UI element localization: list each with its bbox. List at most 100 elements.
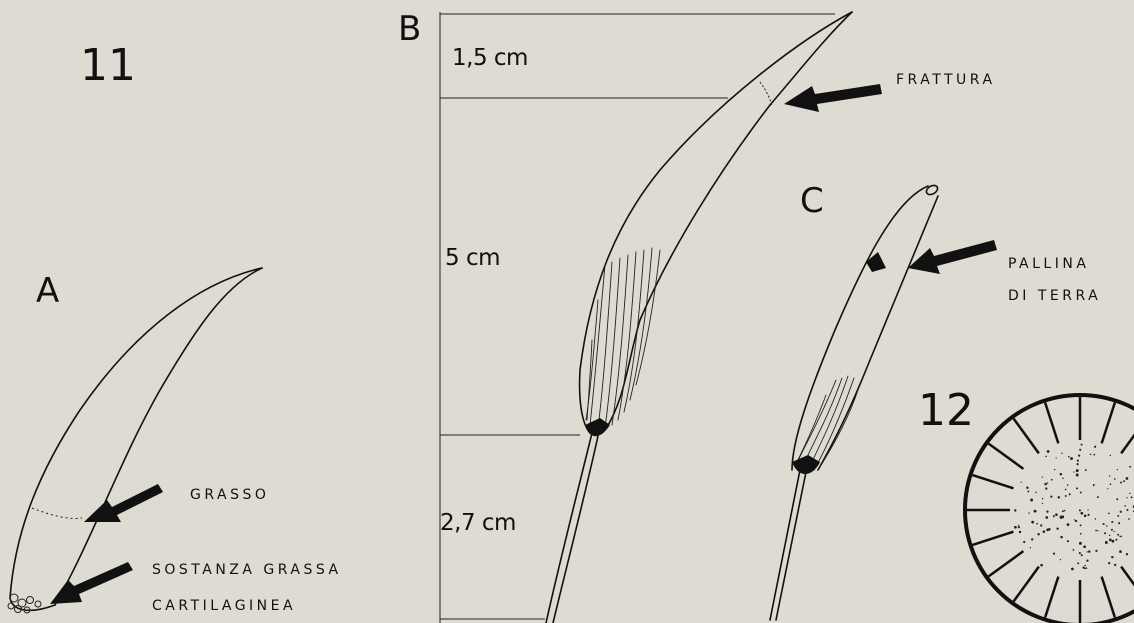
cross-section-dot (1026, 486, 1028, 488)
feather-c-left-outline (792, 186, 928, 470)
cross-section-dot (1114, 564, 1116, 566)
cross-section-dot (1105, 541, 1108, 544)
annotation-grasso: GRASSO (190, 487, 269, 503)
cross-section-dot (1117, 534, 1119, 536)
cross-section-spoke (1102, 577, 1115, 618)
cross-section-dot (1019, 531, 1021, 533)
cross-section-dot (1114, 478, 1116, 480)
cross-section-dot (1111, 521, 1113, 523)
cross-section-spoke (989, 444, 1024, 469)
arrow-grasso (84, 484, 163, 522)
figure-number-12: 12 (918, 385, 974, 436)
cross-section-dot (1044, 483, 1047, 486)
cross-section-dot (1109, 538, 1112, 541)
cross-section-dot (1028, 512, 1029, 513)
cross-section-dot (1056, 528, 1058, 530)
figure-number-11: 11 (80, 40, 136, 91)
cross-section-dot (1042, 503, 1043, 504)
cross-section-dot (1080, 524, 1082, 526)
cross-section-dot (1090, 454, 1092, 456)
cross-section-dot (1077, 460, 1079, 462)
cross-section-dot (1084, 565, 1085, 566)
cross-section-dot (1095, 530, 1097, 532)
cross-section-dot (1077, 562, 1079, 564)
cross-section-dot (1082, 567, 1084, 569)
fracture-line (760, 82, 772, 106)
cross-section-spoke (1045, 577, 1058, 618)
cross-section-dot (1027, 490, 1029, 492)
cross-section-dot (1079, 449, 1081, 451)
annotation-sostanza-line2: CARTILAGINEA (152, 598, 296, 614)
cross-section-dot (1123, 480, 1125, 482)
cross-section-dot (1085, 469, 1087, 471)
fat-line (32, 508, 82, 518)
cross-section-dot (1097, 530, 1098, 531)
cross-section-dot (1014, 526, 1017, 529)
cross-section-dot (1118, 522, 1120, 524)
cross-section-spoke (1045, 403, 1058, 444)
cross-section-dot (1081, 444, 1083, 446)
cross-section-dot (1093, 484, 1095, 486)
cross-section-spoke (1102, 403, 1115, 444)
annotation-frattura: FRATTURA (896, 72, 996, 88)
cross-section-dot (1046, 510, 1048, 512)
panel-label-a: A (36, 271, 59, 311)
feather-c-base-dark (792, 455, 820, 474)
cross-section-dot (1065, 489, 1067, 491)
cross-section (965, 395, 1134, 623)
cross-section-dot (1126, 509, 1128, 511)
cross-section-dot (1119, 536, 1120, 537)
cross-section-dot (1076, 487, 1078, 489)
cross-section-dot (1061, 453, 1062, 454)
cross-section-dot (1080, 492, 1082, 494)
panel-label-c: C (800, 181, 824, 221)
measurement-top: 1,5 cm (452, 45, 528, 71)
feather-b-left-outline (580, 12, 852, 433)
cross-section-spoke (989, 551, 1024, 576)
cross-section-dot (1050, 496, 1052, 498)
cross-section-dot (1045, 487, 1047, 489)
cross-section-dot (1070, 457, 1073, 460)
cross-section-dot (1076, 474, 1079, 477)
cross-section-dot (1081, 554, 1083, 556)
cross-section-dot (1111, 556, 1113, 558)
cross-section-dot (1128, 518, 1130, 520)
cross-section-dot (1018, 525, 1019, 526)
cross-section-dot (1047, 450, 1050, 453)
panel-label-b: B (398, 9, 421, 49)
cross-section-dot (1086, 551, 1087, 552)
cross-section-dot (1030, 499, 1033, 502)
cross-section-dot (1079, 542, 1082, 545)
cross-section-dot (1078, 454, 1080, 456)
cross-section-dot (1060, 559, 1061, 560)
cross-section-dot (1109, 475, 1110, 476)
cross-section-dot (1023, 541, 1025, 543)
cross-section-dot (1031, 521, 1034, 524)
cross-section-dot (1129, 493, 1130, 494)
feather-a-base (10, 598, 55, 610)
soil-ball (866, 252, 886, 272)
cross-section-dot (1042, 498, 1043, 499)
cross-section-dot (1126, 477, 1129, 480)
cross-section-spoke (1014, 567, 1039, 602)
cross-section-dot (1042, 476, 1043, 477)
cross-section-dot (1055, 513, 1058, 516)
cross-section-dot (1086, 559, 1088, 561)
cross-section-dot (1060, 536, 1063, 539)
annotation-sostanza-line1: SOSTANZA GRASSA (152, 562, 342, 578)
cross-section-dot (1093, 454, 1095, 456)
cross-section-spoke (973, 532, 1014, 545)
cross-section-dot (1126, 553, 1128, 555)
cross-section-dot (1084, 546, 1086, 548)
cross-section-dot (1068, 456, 1070, 458)
cross-section-dot (1030, 547, 1031, 548)
cross-section-spokes (967, 397, 1134, 623)
cross-section-dot (1045, 456, 1047, 458)
feather-b-barbs (586, 248, 660, 428)
cross-section-dot (1080, 512, 1083, 515)
cross-section-spoke (1121, 419, 1134, 454)
cross-section-dot (1056, 457, 1057, 458)
cross-section-dot (1071, 568, 1074, 571)
cross-section-dot (1076, 463, 1078, 465)
